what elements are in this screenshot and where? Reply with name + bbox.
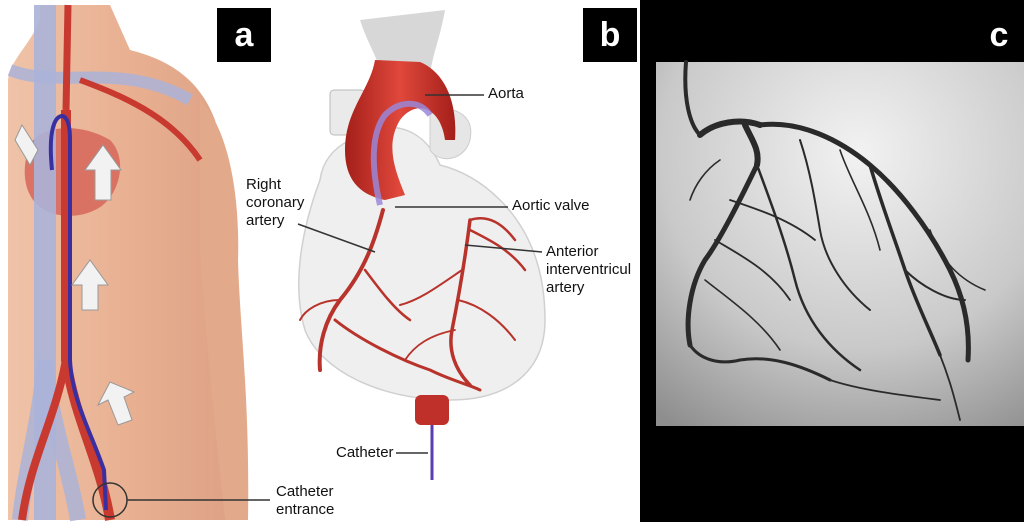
panel-b-heart-diagram <box>298 10 545 480</box>
catheter-label: Catheter <box>336 444 394 462</box>
angiogram-image <box>656 62 1024 426</box>
panel-label-b: b <box>583 8 637 62</box>
catheter-entrance-label: Catheter entrance <box>276 483 334 519</box>
aorta-label: Aorta <box>488 85 524 103</box>
panel-a-body-illustration <box>8 5 270 520</box>
carotid-artery <box>66 5 68 110</box>
panel-label-c: c <box>972 8 1024 62</box>
panel-label-a: a <box>217 8 271 62</box>
heart-body <box>299 127 545 400</box>
aortic-valve-label: Aortic valve <box>512 197 590 215</box>
panel-c-angiogram <box>640 0 1024 522</box>
aorta-stub <box>415 395 449 425</box>
right-coronary-artery-label: Right coronary artery <box>246 176 304 230</box>
anterior-interventricular-artery-label: Anterior interventricul artery <box>546 243 646 297</box>
